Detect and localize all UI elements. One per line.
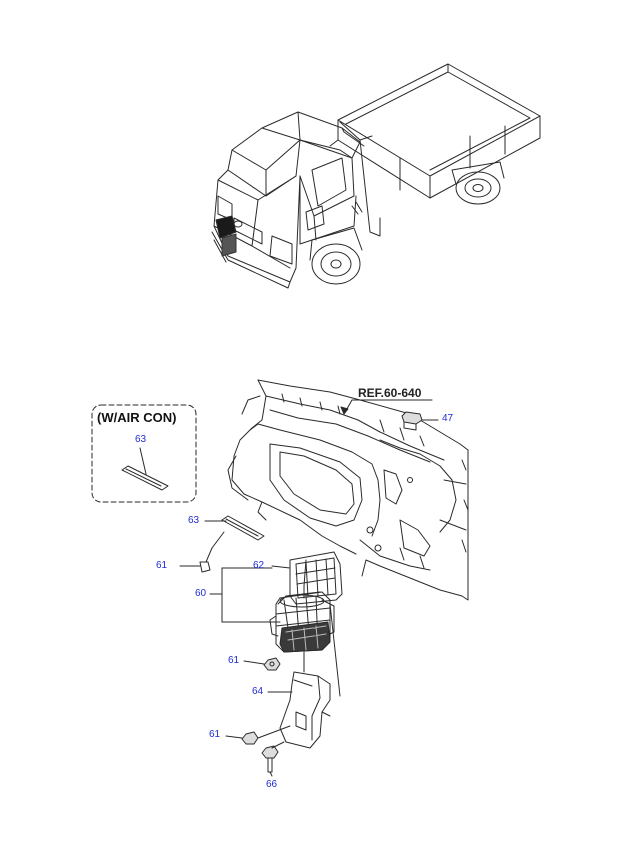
cowl-panel bbox=[227, 379, 469, 601]
callout-64: 64 bbox=[252, 686, 264, 697]
callout-66: 66 bbox=[266, 779, 278, 790]
callout-63: 63 bbox=[188, 515, 200, 526]
callout-60: 60 bbox=[195, 588, 207, 599]
option-box bbox=[91, 404, 197, 503]
filter-grid bbox=[289, 551, 343, 605]
truck-illustration bbox=[211, 63, 541, 289]
callout-61-c: 61 bbox=[209, 729, 221, 740]
callout-63-box: 63 bbox=[135, 434, 147, 445]
reference-label: REF.60-640 bbox=[358, 386, 422, 400]
callout-47: 47 bbox=[442, 413, 454, 424]
lower-duct bbox=[279, 671, 331, 749]
option-box-title: (W/AIR CON) bbox=[97, 410, 177, 425]
callout-61-b: 61 bbox=[228, 655, 240, 666]
callout-62: 62 bbox=[253, 560, 265, 571]
callout-61-a: 61 bbox=[156, 560, 168, 571]
